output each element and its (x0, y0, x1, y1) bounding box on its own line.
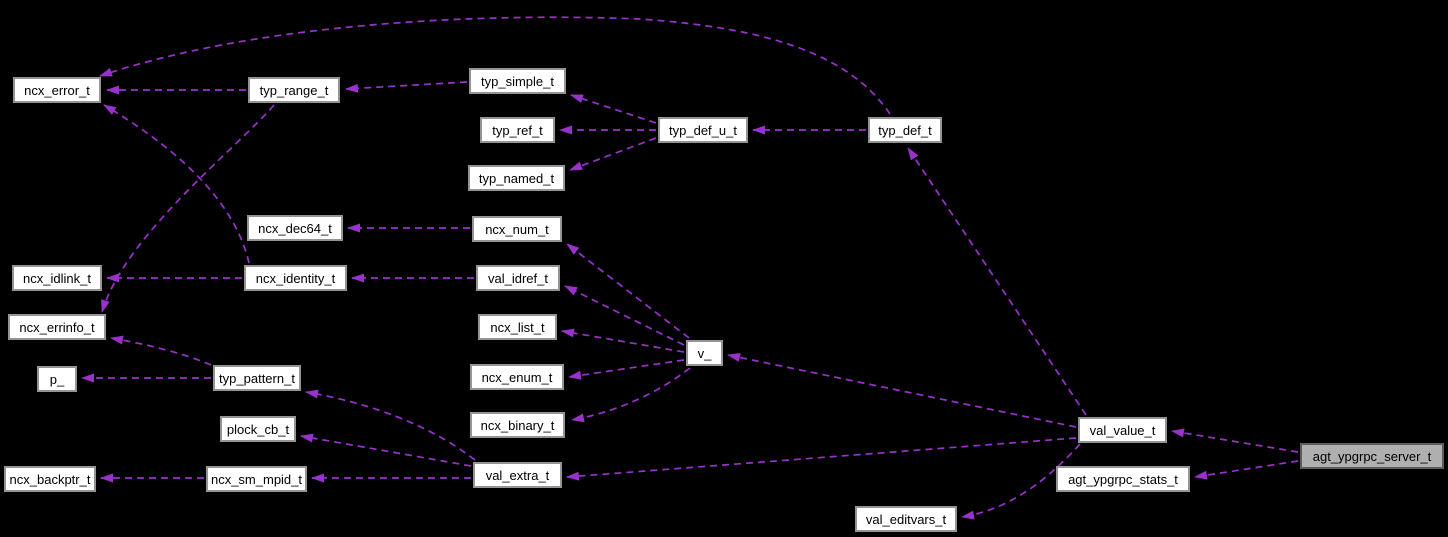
node-plock_cb_t[interactable]: plock_cb_t (220, 416, 296, 442)
node-label: ncx_idlink_t (23, 270, 91, 286)
edge-val_extra_t-to-typ_pattern_t (305, 389, 476, 461)
node-label: agt_ypgrpc_server_t (1312, 448, 1432, 464)
node-label: ncx_error_t (24, 82, 90, 98)
node-label: val_idref_t (488, 270, 548, 286)
node-ncx_identity_t[interactable]: ncx_identity_t (244, 265, 347, 291)
edge-val_extra_t-to-plock_cb_t (300, 433, 472, 467)
edge-typ_simple_t-to-typ_range_t (345, 81, 468, 93)
node-label: plock_cb_t (226, 421, 290, 437)
node-label: typ_range_t (259, 82, 329, 98)
node-label: typ_def_u_t (669, 122, 737, 138)
node-label: val_value_t (1089, 422, 1156, 438)
node-typ_range_t[interactable]: typ_range_t (248, 77, 340, 103)
edge-agt_ypgrpc_server_t-to-val_value_t (1171, 428, 1299, 453)
edge-val_value_t-to-typ_def_t (907, 147, 1087, 416)
edge-agt_ypgrpc_server_t-to-agt_ypgrpc_stats_t (1194, 460, 1299, 480)
node-label: ncx_errinfo_t (19, 319, 95, 335)
node-label: typ_pattern_t (219, 370, 295, 386)
node-label: val_extra_t (485, 467, 550, 483)
edge-v_-to-ncx_num_t (566, 243, 690, 339)
edge-val_value_t-to-val_extra_t (566, 437, 1077, 481)
node-label: agt_ypgrpc_stats_t (1068, 471, 1178, 487)
node-agt_ypgrpc_server_t: agt_ypgrpc_server_t (1300, 443, 1444, 469)
node-label: v_ (697, 345, 712, 361)
node-ncx_error_t[interactable]: ncx_error_t (13, 77, 101, 103)
edge-typ_range_t-to-ncx_errinfo_t (101, 104, 275, 313)
node-ncx_dec64_t[interactable]: ncx_dec64_t (247, 215, 343, 241)
node-typ_def_t[interactable]: typ_def_t (868, 117, 942, 143)
node-ncx_idlink_t[interactable]: ncx_idlink_t (12, 265, 102, 291)
node-label: ncx_dec64_t (258, 220, 332, 236)
node-label: ncx_list_t (490, 319, 545, 335)
node-label: ncx_num_t (485, 221, 549, 237)
node-label: ncx_sm_mpid_t (210, 471, 303, 487)
node-val_value_t[interactable]: val_value_t (1078, 417, 1167, 443)
node-label: p_ (49, 371, 65, 387)
node-typ_def_u_t[interactable]: typ_def_u_t (658, 117, 748, 143)
node-label: typ_ref_t (492, 122, 543, 138)
node-label: typ_simple_t (481, 73, 554, 89)
edge-v_-to-val_idref_t (564, 285, 685, 346)
edge-ncx_identity_t-to-ncx_error_t (103, 104, 250, 264)
edge-v_-to-ncx_binary_t (571, 367, 691, 423)
node-ncx_sm_mpid_t[interactable]: ncx_sm_mpid_t (206, 466, 307, 492)
node-label: ncx_binary_t (480, 417, 555, 433)
edge-typ_def_u_t-to-typ_simple_t (570, 94, 657, 124)
node-val_extra_t[interactable]: val_extra_t (473, 462, 562, 488)
edge-v_-to-ncx_list_t (561, 328, 685, 353)
node-label: typ_def_t (878, 122, 932, 138)
edge-v_-to-ncx_enum_t (568, 359, 685, 380)
node-label: ncx_identity_t (255, 270, 336, 286)
node-ncx_backptr_t[interactable]: ncx_backptr_t (4, 466, 96, 492)
node-typ_pattern_t[interactable]: typ_pattern_t (213, 365, 301, 391)
node-p_[interactable]: p_ (37, 366, 77, 392)
node-label: val_editvars_t (865, 511, 947, 527)
edge-typ_def_u_t-to-typ_named_t (569, 137, 657, 171)
node-label: typ_named_t (478, 170, 555, 186)
node-ncx_enum_t[interactable]: ncx_enum_t (470, 364, 564, 390)
node-ncx_binary_t[interactable]: ncx_binary_t (470, 412, 565, 438)
node-agt_ypgrpc_stats_t[interactable]: agt_ypgrpc_stats_t (1056, 466, 1190, 492)
node-label: ncx_backptr_t (9, 471, 91, 487)
node-v_[interactable]: v_ (686, 340, 723, 366)
node-typ_ref_t[interactable]: typ_ref_t (480, 117, 555, 143)
edge-typ_def_t-to-ncx_error_t (99, 16, 891, 115)
node-typ_simple_t[interactable]: typ_simple_t (469, 68, 566, 94)
node-ncx_list_t[interactable]: ncx_list_t (478, 314, 557, 340)
node-val_idref_t[interactable]: val_idref_t (476, 265, 560, 291)
node-ncx_num_t[interactable]: ncx_num_t (472, 216, 562, 242)
edge-typ_pattern_t-to-ncx_errinfo_t (110, 335, 212, 366)
node-label: ncx_enum_t (481, 369, 553, 385)
node-val_editvars_t[interactable]: val_editvars_t (855, 506, 957, 532)
edge-val_value_t-to-v_ (727, 353, 1077, 428)
edge-val_value_t-to-val_editvars_t (961, 443, 1081, 520)
node-typ_named_t[interactable]: typ_named_t (468, 165, 565, 191)
node-ncx_errinfo_t[interactable]: ncx_errinfo_t (8, 314, 106, 340)
